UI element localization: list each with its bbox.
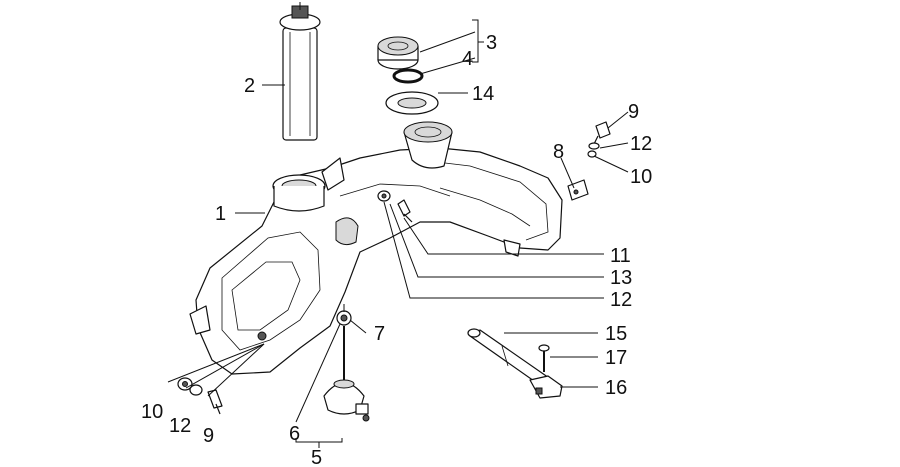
callout-10-right: 10 — [630, 166, 652, 188]
callout-labels: 2 1 3 4 14 9 8 12 10 11 13 12 7 15 17 16… — [141, 32, 652, 467]
callout-13: 13 — [610, 267, 632, 289]
callout-15: 15 — [605, 323, 627, 345]
callout-3: 3 — [486, 32, 497, 54]
callout-9-left: 9 — [203, 425, 214, 447]
callout-4: 4 — [462, 48, 473, 70]
tank-mount-fasteners — [377, 190, 413, 223]
fuel-tap — [323, 304, 370, 422]
callout-10-left: 10 — [141, 401, 163, 423]
o-ring — [392, 68, 424, 84]
fuel-tank — [189, 121, 563, 375]
callout-17: 17 — [605, 347, 627, 369]
callout-16: 16 — [605, 377, 627, 399]
callout-9-right: 9 — [628, 101, 639, 123]
callout-8: 8 — [553, 141, 564, 163]
callout-5: 5 — [311, 447, 322, 467]
callout-12-middle: 12 — [610, 289, 632, 311]
leader-lines — [167, 19, 629, 448]
filler-gasket — [385, 91, 439, 115]
callout-2: 2 — [244, 75, 255, 97]
hose-clip — [529, 344, 563, 399]
callout-12-left: 12 — [169, 415, 191, 437]
callout-11: 11 — [610, 245, 631, 267]
callout-1: 1 — [215, 203, 226, 225]
callout-6: 6 — [289, 423, 300, 445]
fuel-level-sender — [279, 2, 321, 141]
left-fasteners — [177, 377, 223, 415]
callout-12-right: 12 — [630, 133, 652, 155]
fuel-cap — [377, 36, 419, 70]
callout-14-top: 14 — [472, 83, 494, 105]
callout-7: 7 — [374, 323, 385, 345]
